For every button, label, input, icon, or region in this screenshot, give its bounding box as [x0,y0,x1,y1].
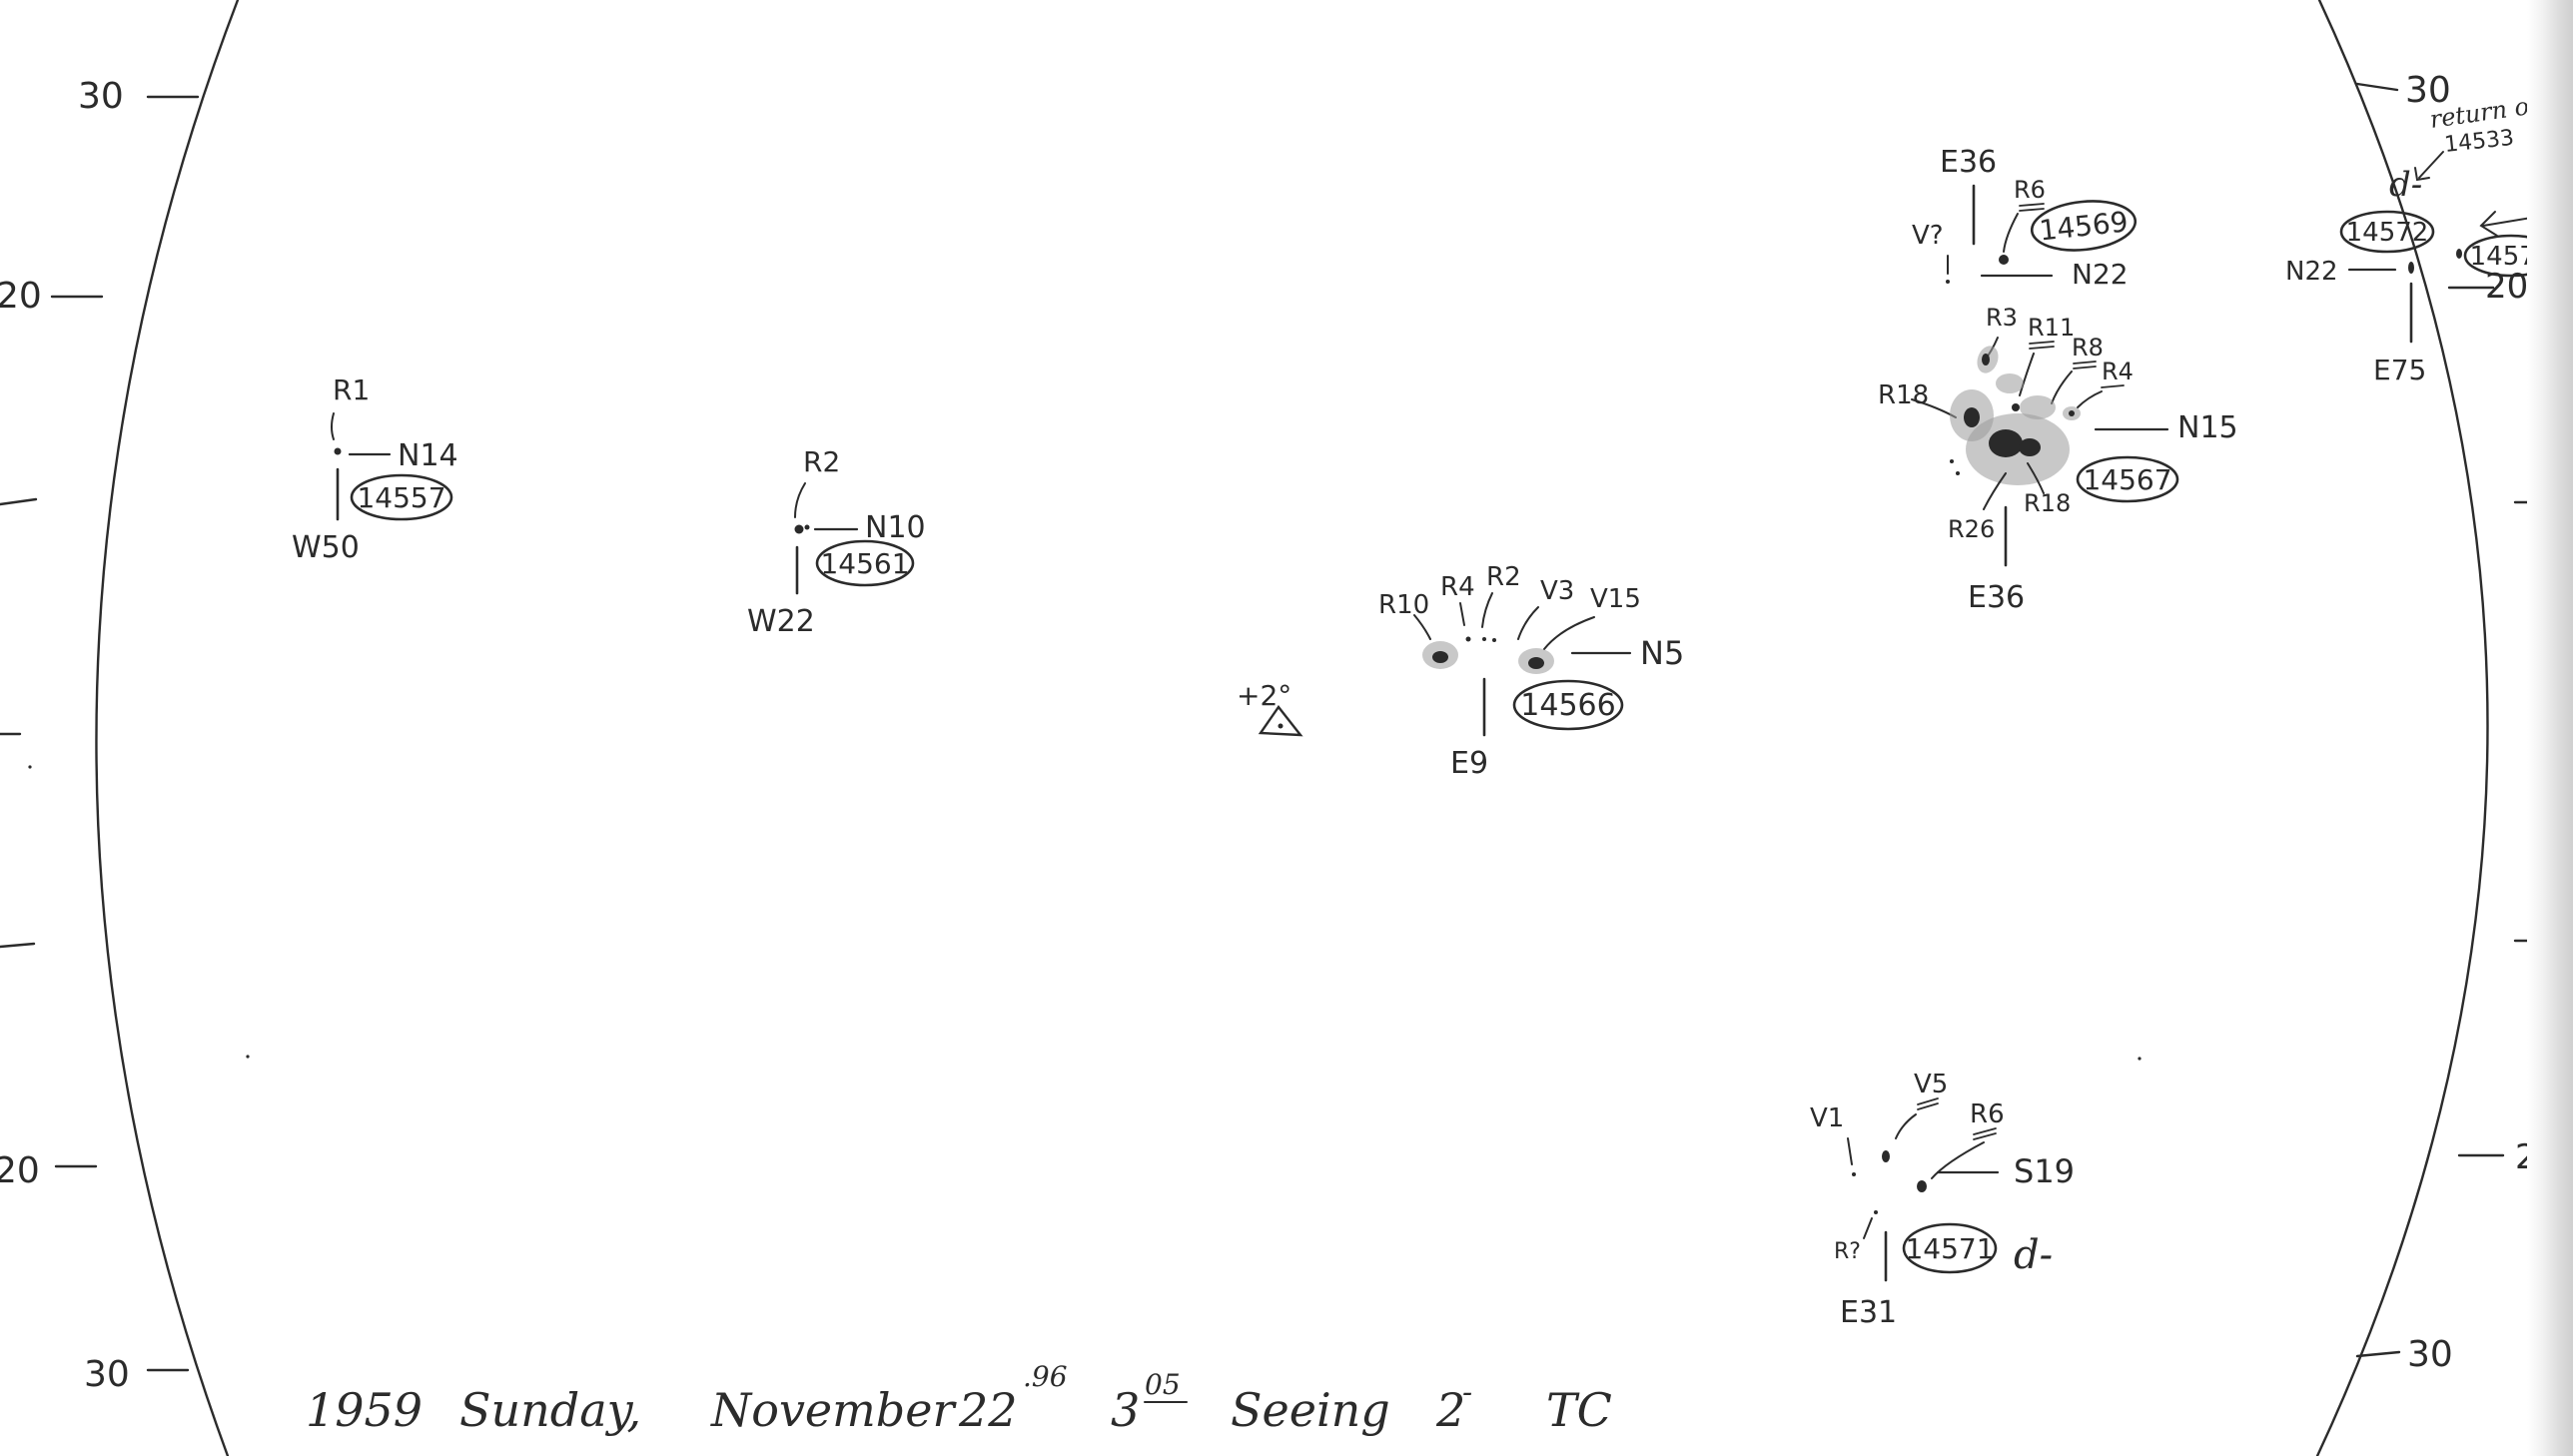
region-number: 14567 [2083,463,2171,496]
spot-label: R1 [333,373,370,406]
spot-label: R2 [1486,562,1521,592]
region-number-circle [1512,679,1624,731]
region-14569: E36 R6 V? 14569 N22 [1912,145,2138,291]
region-14557: R1 N14 14557 W50 [292,373,458,565]
sunspot [2456,249,2462,259]
solar-limb-right [2315,0,2489,1456]
grid-label-left-top-30: 30 [78,76,124,117]
caption-time-minute: 05 [1145,1368,1181,1401]
caption-seeing-suffix: - [1462,1375,1472,1410]
grid-label-right-top-30: 30 [2405,70,2451,111]
latitude-label: N22 [2285,257,2338,287]
grid-label-left-top-20: 20 [0,276,42,317]
reference-triangle-mark: +2° [1237,679,1303,737]
sunspot [1917,1180,1927,1192]
spot-label: R4 [2102,358,2134,385]
region-number-circle [2076,455,2179,503]
region-number-circle [2339,210,2435,254]
longitude-label: E36 [1968,580,2025,615]
longitude-label: E9 [1450,746,1488,781]
longitude-label: W22 [747,604,815,639]
longitude-label: W50 [292,530,360,565]
grid-label-left-bottom-30: 30 [84,1354,130,1395]
spot-label: R2 [803,445,840,478]
spot-label: R10 [1378,590,1429,620]
class-note: d- [2389,165,2422,205]
page-edge-shadow [2527,0,2573,1456]
region-number: 14566 [1520,688,1615,723]
caption-year: 1959 [306,1383,423,1437]
region-number: 14571 [1905,1232,1994,1265]
spot-label: R18 [1878,380,1929,410]
latitude-label: N10 [865,510,926,545]
latitude-label: S19 [2014,1152,2075,1190]
region-14567: R3 R11 R8 R4 R18 R26 R18 N15 [1878,304,2238,615]
sunspot-umbra [1989,429,2023,457]
grid-label-left-bottom-20: 20 [0,1150,40,1191]
spot-label: R4 [1440,572,1475,602]
region-14571: V1 V5 R6 S19 R? 14571 d- E31 [1810,1070,2075,1330]
spot-label: V? [1912,221,1944,251]
caption-day: 22 [958,1383,1018,1437]
sunspot [1432,651,1448,663]
caption-seeing-label: Seeing [1231,1383,1390,1437]
spot-label: R6 [2014,176,2046,204]
sunspot [334,447,342,455]
spot-label: V3 [1540,576,1574,606]
caption-time-hour: 3 [1111,1383,1140,1437]
spot-label: V1 [1810,1103,1844,1133]
sunspot [1999,255,2009,265]
observation-caption: 1959 Sunday, November 22 .96 3 05 Seeing… [306,1360,1612,1437]
spot-label: V5 [1914,1070,1948,1099]
spot-label: R18 [2024,489,2071,517]
region-14561: R2 N10 14561 W22 [747,445,926,639]
latitude-label: N22 [2072,258,2129,291]
latitude-label: N14 [398,438,458,473]
caption-seeing-value: 2 [1435,1383,1465,1437]
region-number-circle [2030,200,2138,252]
region-number: 14561 [820,547,909,580]
region-14572: return of 14533 d- 14572 N22 E75 [2285,91,2544,386]
sunspot [1882,1150,1890,1162]
region-14566: R10 R4 R2 V3 V15 N5 14566 E9 [1378,562,1684,781]
spot-label: R26 [1948,515,1995,543]
spot-label: V15 [1590,584,1641,614]
class-note: d- [2014,1232,2053,1278]
spot-label: R11 [2028,314,2075,342]
sunspot [794,524,804,534]
region-number-circle [350,473,453,521]
sunspot [2408,262,2414,274]
region-number: 14557 [357,481,445,514]
longitude-label: E36 [1940,145,1997,180]
solar-limb-left [95,0,240,1456]
latitude-label: N5 [1640,634,1684,672]
caption-day-fraction: .96 [1023,1360,1068,1393]
spot-label: R8 [2072,334,2104,362]
latitude-label: N15 [2177,410,2238,445]
caption-weekday: Sunday, [459,1383,641,1437]
spot-label: R? [1834,1239,1861,1264]
spot-label: R6 [1970,1099,2005,1129]
spot-label: R3 [1986,304,2018,332]
longitude-label: E75 [2373,354,2426,386]
reference-mark-label: +2° [1237,679,1291,712]
grid-label-right-bottom-30: 30 [2407,1334,2453,1375]
caption-observer: TC [1546,1383,1612,1437]
region-number: 14572 [2346,218,2429,248]
sunspot [1528,657,1544,669]
region-number-circle [1902,1222,1998,1274]
region-number-circle [815,539,915,587]
longitude-label: E31 [1840,1295,1897,1330]
caption-month: November [710,1383,957,1437]
